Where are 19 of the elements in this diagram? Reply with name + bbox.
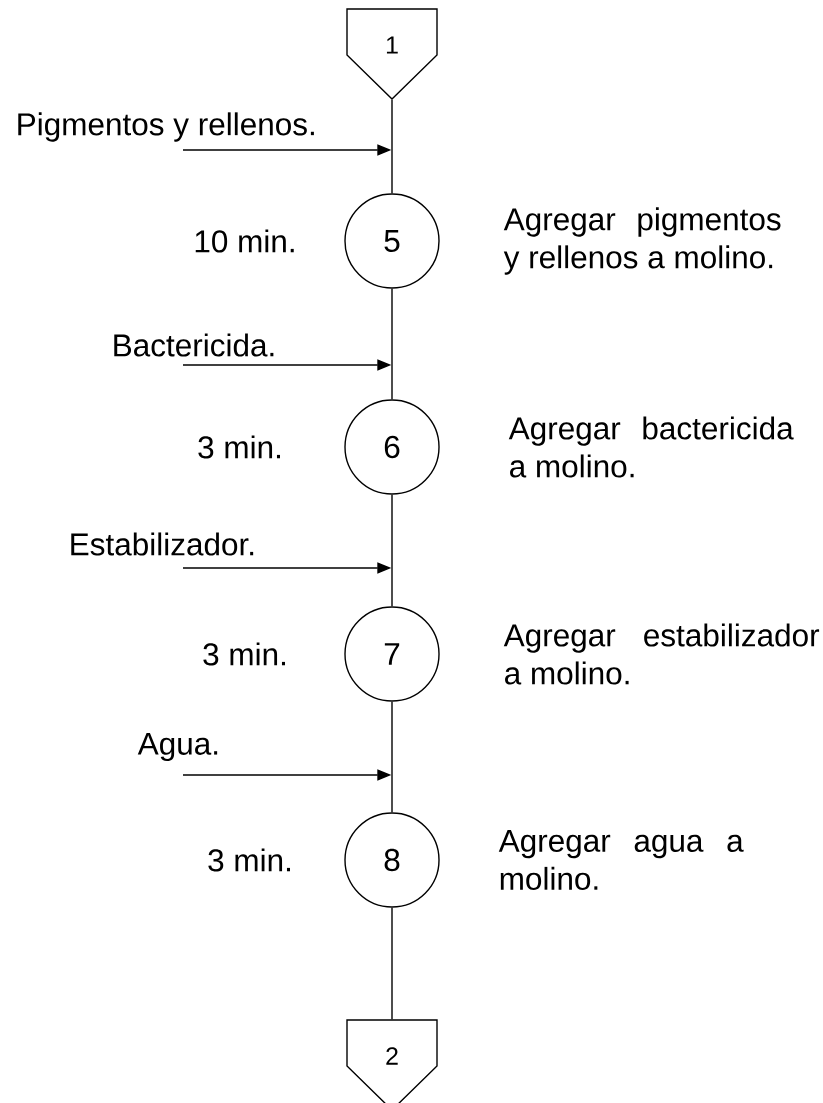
input-label: Pigmentos y rellenos. <box>18 112 314 142</box>
operation-description: Agregar estabilizador a molino. <box>503 623 820 685</box>
input-label: Agua. <box>137 732 218 762</box>
connector-line <box>391 701 393 813</box>
operation-description: Agregar pigmentos y rellenos a molino. <box>503 207 781 275</box>
operation-description: Agregar bactericida a molino. <box>508 416 794 478</box>
time-label: 3 min. <box>198 435 280 459</box>
time-label: 3 min. <box>203 642 285 666</box>
connector-line <box>391 494 393 607</box>
time-label: 3 min. <box>208 848 290 872</box>
input-label: Estabilizador. <box>71 532 254 556</box>
off-page-connector: 1 <box>346 8 438 100</box>
connector-line <box>391 907 393 1020</box>
off-page-connector: 2 <box>346 1019 438 1103</box>
connector-line <box>391 99 393 194</box>
operation-description: Agregar agua a molino. <box>498 830 744 890</box>
input-label: Bactericida. <box>114 333 274 357</box>
time-label: 10 min. <box>195 229 294 253</box>
connector-line <box>391 288 393 400</box>
